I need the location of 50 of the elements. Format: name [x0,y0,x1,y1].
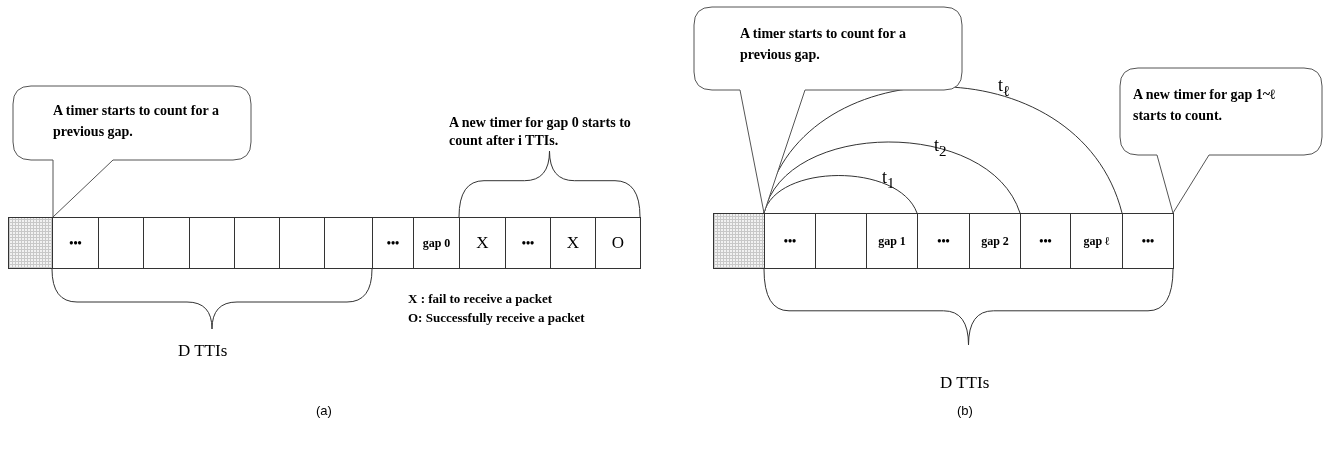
note-text: D TTIs [178,340,228,362]
tti-slot [1020,213,1071,269]
edge-label: t$_{1}$ [882,166,895,193]
slot-label: gap 2 [981,233,1009,249]
callout-text: A timer starts to count for a previous gap. [740,25,907,64]
tti-slot [189,217,235,269]
tti-slot [866,213,918,269]
slot-label: gap ℓ [1083,233,1110,249]
callout-text: A timer starts to count for a previous gap. [53,102,220,141]
note-text: D TTIs [940,372,990,394]
slot-label: ••• [1141,233,1155,249]
tti-slot [234,217,280,269]
tti-slot [459,217,506,269]
tti-slot [98,217,144,269]
tti-slot [52,217,99,269]
note-text: O: Successfully receive a packet [408,310,585,327]
tti-slot [917,213,970,269]
slot-label: O [611,233,625,253]
edge-label: t$_{2}$ [934,134,947,161]
tti-slot [764,213,816,269]
note-text: (a) [316,403,332,420]
slot-label: X [566,233,580,253]
slot-label: ••• [69,235,82,251]
tti-slot [279,217,325,269]
slot-label: ••• [1039,233,1052,249]
callout-text: A new timer for gap 1~ℓ starts to count. [1133,86,1277,125]
tti-slot [413,217,460,269]
slot-label: ••• [937,233,950,249]
tti-slot [969,213,1021,269]
shaded-slot [713,213,765,269]
edge-label: t$_{ℓ}$ [998,74,1011,101]
note-text: X : fail to receive a packet [408,291,553,308]
tti-slot [143,217,190,269]
note-text: A new timer for gap 0 starts to count after i TTIs. [449,114,632,149]
tti-slot [595,217,641,269]
slot-label: ••• [783,233,797,249]
tti-slot [815,213,867,269]
slot-label: ••• [521,235,535,251]
tti-slot [324,217,373,269]
slot-label: gap 0 [422,235,451,251]
shaded-slot [8,217,53,269]
slot-label: ••• [386,235,400,251]
tti-slot [550,217,596,269]
tti-slot [372,217,414,269]
tti-slot [1122,213,1174,269]
slot-label: X [476,233,489,253]
slot-label: gap 1 [878,233,906,249]
tti-slot [505,217,551,269]
note-text: (b) [957,403,973,420]
tti-slot [1070,213,1123,269]
